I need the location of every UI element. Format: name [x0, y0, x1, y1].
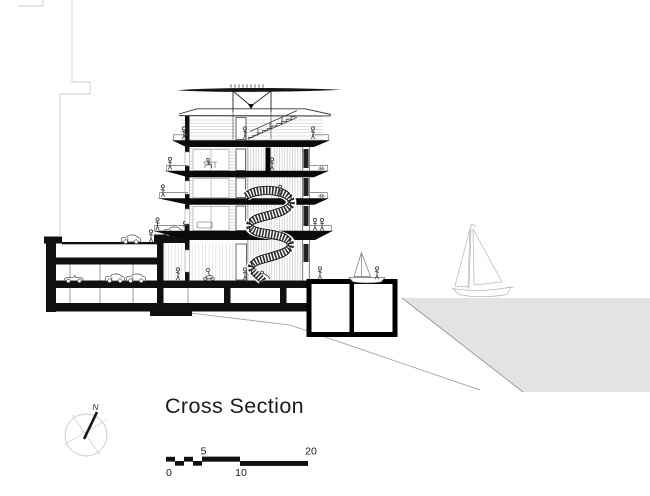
north-label: N — [92, 402, 99, 412]
person-figure — [317, 266, 323, 280]
scale-tick-0: 0 — [166, 467, 172, 479]
plant-icon — [318, 166, 325, 171]
scooter-figure — [203, 268, 215, 281]
slide-rider-figure — [260, 270, 271, 280]
balcony-railings — [154, 134, 332, 231]
person-figure — [167, 156, 173, 170]
basement-parking — [44, 234, 310, 316]
water-area — [189, 297, 650, 393]
pedestrian-figure — [148, 229, 154, 243]
plant-icon — [318, 193, 325, 198]
person-figure — [319, 217, 325, 231]
sailboat-icon — [451, 223, 515, 298]
scale-tick-5: 5 — [201, 446, 207, 458]
person-figure — [312, 217, 318, 231]
shaft-section — [265, 147, 271, 177]
canopy-truss — [232, 90, 272, 112]
person-figure — [155, 217, 160, 231]
person-figure — [160, 184, 166, 198]
roof-canopy — [177, 84, 341, 117]
stair — [247, 110, 298, 140]
scale-tick-10: 10 — [235, 467, 247, 479]
north-arrow: N — [63, 402, 109, 457]
roof-canopy-blade — [177, 87, 341, 92]
annex-building — [306, 279, 398, 337]
north-needle — [82, 411, 99, 440]
spiral-slide — [242, 185, 297, 286]
scale-bar: 5 20 0 10 — [166, 446, 317, 479]
site-boundary-line — [18, 0, 91, 236]
drawing-title: Cross Section — [165, 394, 305, 418]
interior-details — [155, 126, 325, 281]
scale-tick-20: 20 — [305, 446, 317, 458]
tower-facade — [163, 112, 323, 281]
dinghy-boat — [348, 251, 386, 284]
